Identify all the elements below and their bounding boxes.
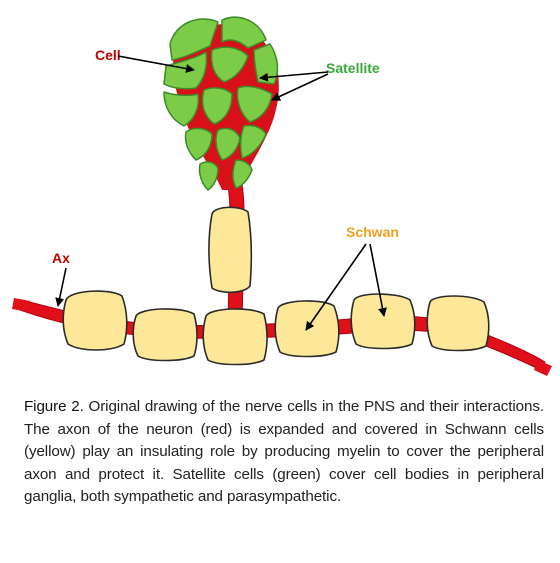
arrow-satellite-2 (271, 73, 329, 101)
axon-tip-left (12, 298, 30, 312)
schwann-cell (202, 308, 268, 366)
satellite-cell (163, 51, 208, 90)
schwann-cell (426, 295, 490, 352)
label-satellite: Satellite (326, 60, 380, 76)
caption-text: Original drawing of the nerve cells in t… (24, 398, 544, 506)
arrow-schwan-2 (369, 243, 387, 317)
schwann-cells (62, 206, 490, 366)
satellite-cell (163, 91, 200, 127)
nerve-cell-diagram: Cell Satellite Schwan Ax (12, 16, 552, 376)
annotation-arrows (55, 55, 387, 331)
figure-caption: Figure 2. Original drawing of the nerve … (24, 396, 544, 509)
schwann-cell (62, 290, 128, 351)
label-schwan: Schwan (346, 224, 399, 240)
axon-tip-right (534, 360, 552, 376)
satellite-cell (184, 127, 213, 161)
satellite-cells (163, 16, 279, 191)
satellite-cell (232, 159, 253, 189)
label-ax: Ax (52, 250, 70, 266)
arrow-ax (55, 267, 67, 307)
label-cell: Cell (95, 47, 121, 63)
figure-label: Figure 2. (24, 398, 84, 415)
satellite-cell (239, 124, 267, 159)
satellite-cell (169, 18, 219, 61)
satellite-cell (221, 16, 267, 49)
arrow-schwan-1 (305, 243, 367, 331)
arrow-satellite-1 (259, 71, 329, 82)
schwann-cell (132, 308, 198, 362)
satellite-cell (215, 127, 241, 161)
arrow-cell (117, 55, 195, 73)
satellite-cell (210, 46, 249, 83)
schwann-cell (208, 206, 253, 294)
schwann-cell (350, 293, 416, 350)
satellite-cell (198, 161, 219, 191)
satellite-cell (236, 85, 273, 123)
satellite-cell (201, 87, 233, 125)
